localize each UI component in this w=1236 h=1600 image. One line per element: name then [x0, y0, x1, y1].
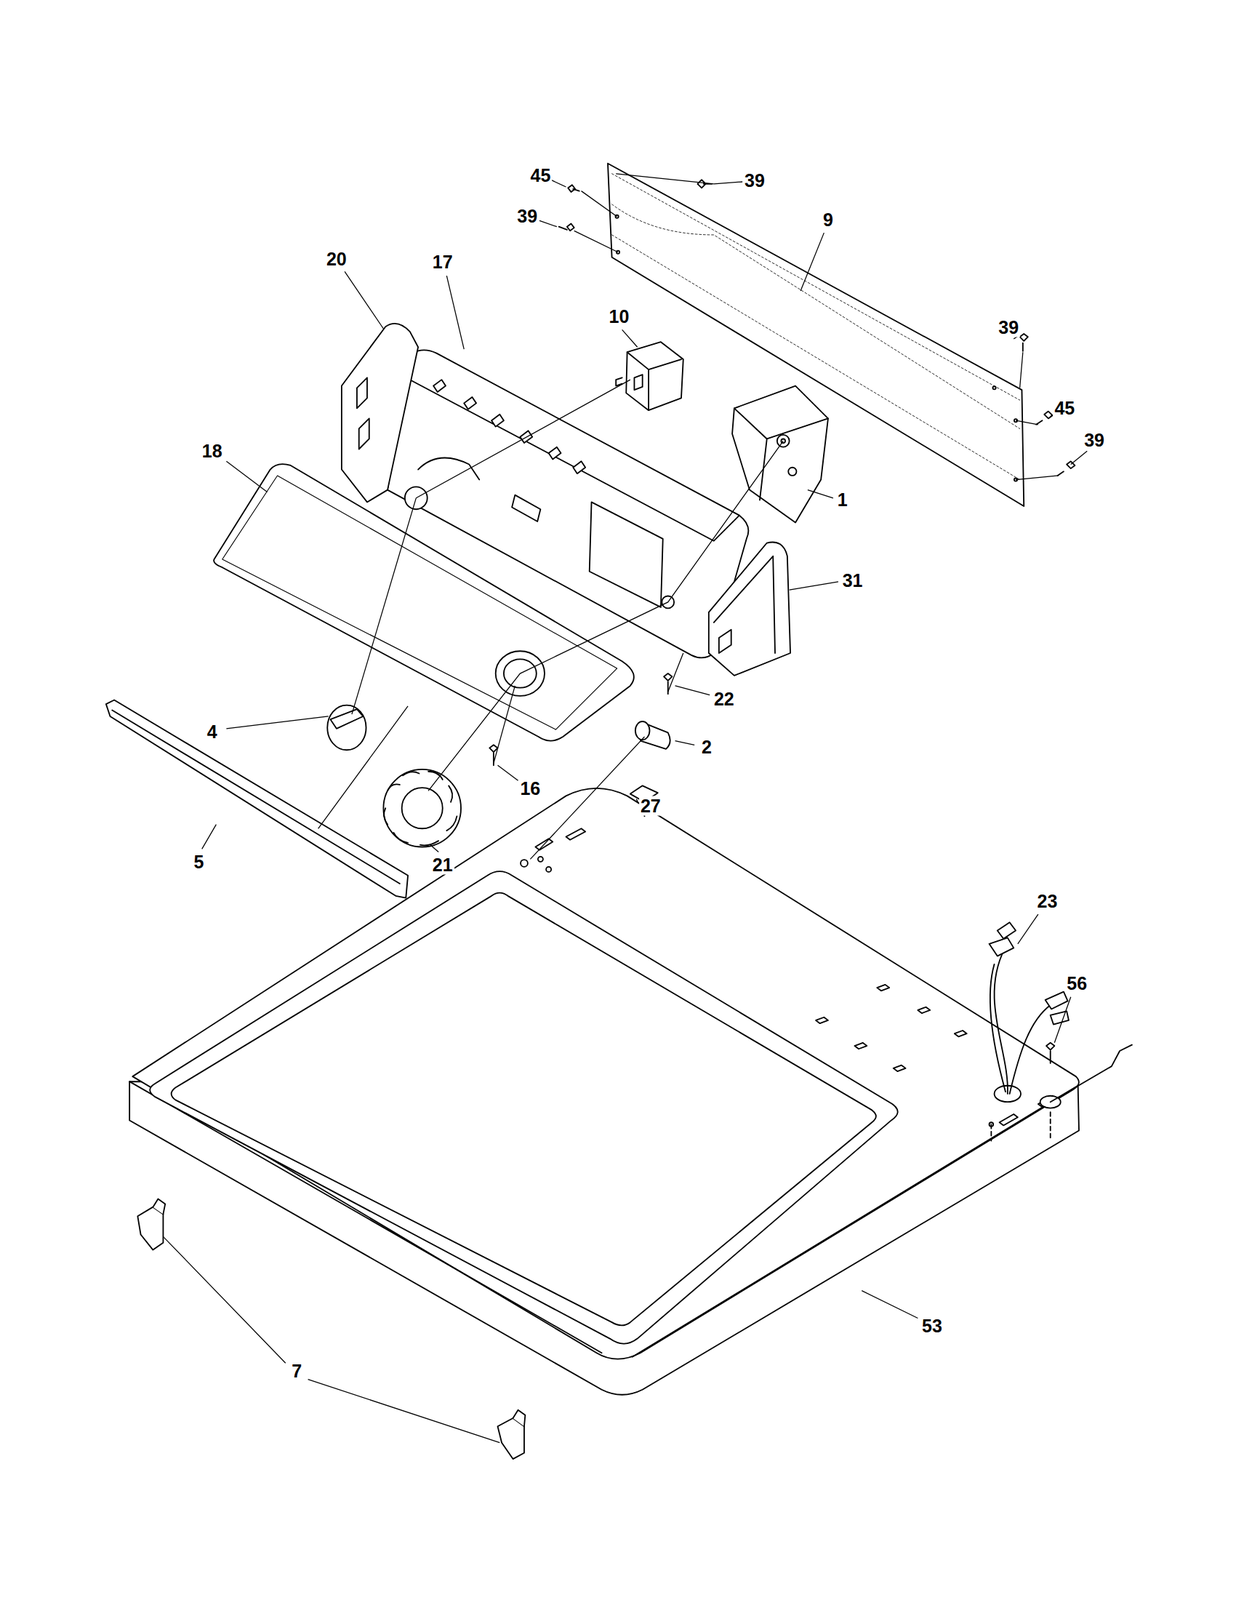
callout-number: 22 — [712, 688, 736, 709]
callout-number: 39 — [1082, 429, 1106, 450]
callout-number: 16 — [518, 778, 542, 799]
callout-number: 17 — [431, 252, 455, 272]
callout-number: 39 — [743, 170, 767, 191]
callout-number: 10 — [607, 306, 631, 326]
callout-number: 2 — [700, 736, 714, 757]
callout-number: 18 — [200, 440, 224, 461]
callout-number: 23 — [1036, 890, 1060, 911]
callout-number: 4 — [205, 721, 219, 741]
callout-number: 39 — [515, 206, 539, 227]
callout-number: 21 — [431, 855, 455, 875]
callout-number: 1 — [836, 490, 850, 510]
callout-number: 45 — [528, 165, 552, 186]
callout-number: 53 — [920, 1315, 944, 1336]
callout-number: 7 — [290, 1361, 304, 1381]
callout-number: 56 — [1065, 973, 1089, 994]
callout-number: 5 — [192, 852, 206, 872]
callout-number: 45 — [1052, 398, 1077, 419]
callout-number: 9 — [821, 209, 835, 230]
callout-number: 20 — [324, 249, 349, 270]
callout-number: 27 — [639, 796, 663, 816]
callout-number: 31 — [841, 570, 865, 591]
callout-number: 39 — [996, 317, 1021, 338]
